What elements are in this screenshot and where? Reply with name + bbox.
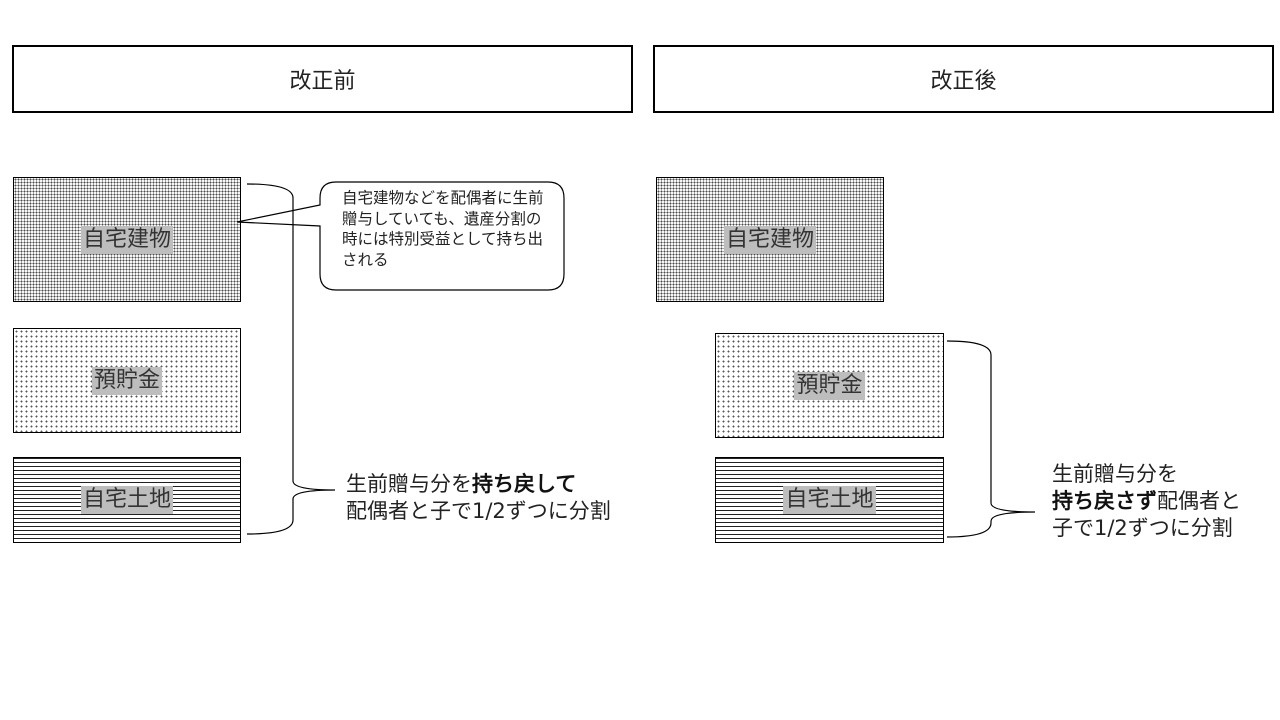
before-reform-title: 改正前 xyxy=(289,69,356,94)
before-savings-block: 預貯金 xyxy=(13,328,241,433)
after-caption-line2: 持ち戻さず配偶者と xyxy=(1052,488,1277,515)
before-land-block: 自宅土地 xyxy=(13,457,241,543)
callout-text: 自宅建物などを配偶者に生前贈与していても、遺産分割の時には特別受益として持ち出さ… xyxy=(342,189,544,269)
after-savings-label: 預貯金 xyxy=(794,371,865,400)
after-reform-title: 改正後 xyxy=(930,69,997,94)
before-land-label: 自宅土地 xyxy=(80,486,173,514)
after-caption-emphasis: 持ち戻さず xyxy=(1052,489,1157,513)
before-caption-line2: 配偶者と子で1/2ずつに分割 xyxy=(346,499,611,523)
before-caption: 生前贈与分を持ち戻して 配偶者と子で1/2ずつに分割 xyxy=(346,471,676,525)
after-caption: 生前贈与分を 持ち戻さず配偶者と 子で1/2ずつに分割 xyxy=(1052,461,1277,542)
before-house-block: 自宅建物 xyxy=(13,177,241,302)
after-land-block: 自宅土地 xyxy=(715,457,944,543)
before-caption-emphasis: 持ち戻して xyxy=(472,472,577,496)
before-caption-line1: 生前贈与分を持ち戻して xyxy=(346,471,676,498)
after-house-label: 自宅建物 xyxy=(723,225,816,254)
before-reform-header: 改正前 xyxy=(12,45,633,113)
after-land-label: 自宅土地 xyxy=(783,486,876,514)
after-house-block: 自宅建物 xyxy=(656,177,884,302)
after-caption-suffix: 配偶者と xyxy=(1157,489,1241,513)
before-brace xyxy=(246,183,336,535)
after-brace xyxy=(946,340,1036,538)
after-caption-line1: 生前贈与分を xyxy=(1052,462,1178,486)
after-reform-header: 改正後 xyxy=(653,45,1274,113)
after-caption-line3: 子で1/2ずつに分割 xyxy=(1052,516,1233,540)
after-savings-block: 預貯金 xyxy=(715,333,944,438)
before-savings-label: 預貯金 xyxy=(91,366,162,395)
before-house-label: 自宅建物 xyxy=(80,225,173,254)
before-caption-prefix: 生前贈与分を xyxy=(346,472,472,496)
